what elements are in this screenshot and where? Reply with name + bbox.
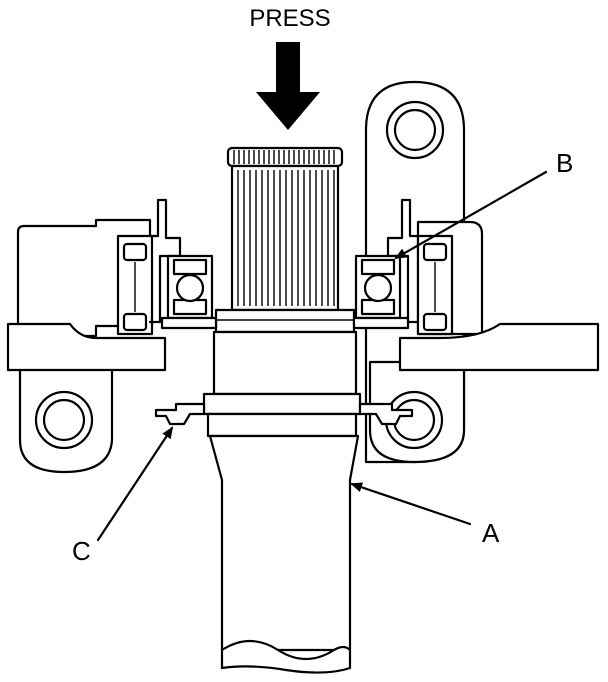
press-arrow-icon	[256, 42, 320, 130]
leader-line-b	[394, 170, 548, 260]
snap-ring	[154, 402, 414, 426]
right-roller-bearing	[416, 234, 454, 336]
leader-line-a	[350, 482, 472, 526]
leader-line-c	[96, 426, 174, 542]
snap-ring-collar	[202, 392, 362, 438]
base-plate-right	[398, 322, 600, 372]
right-ball-bearing	[354, 254, 402, 320]
press-label: PRESS	[249, 5, 330, 32]
hub-body	[212, 330, 358, 396]
callout-label-a: A	[482, 518, 500, 548]
lower-left-support	[18, 358, 114, 474]
callout-label-b: B	[556, 148, 573, 178]
splined-shaft	[226, 146, 344, 312]
callout-label-c: C	[72, 536, 91, 566]
left-retainer-flange	[148, 198, 182, 324]
lower-right-support	[368, 360, 466, 464]
axle-shaft	[208, 434, 360, 674]
left-ball-bearing	[166, 254, 214, 320]
right-retainer-flange	[386, 198, 420, 324]
base-plate-left	[6, 322, 167, 372]
left-roller-bearing	[116, 234, 154, 336]
